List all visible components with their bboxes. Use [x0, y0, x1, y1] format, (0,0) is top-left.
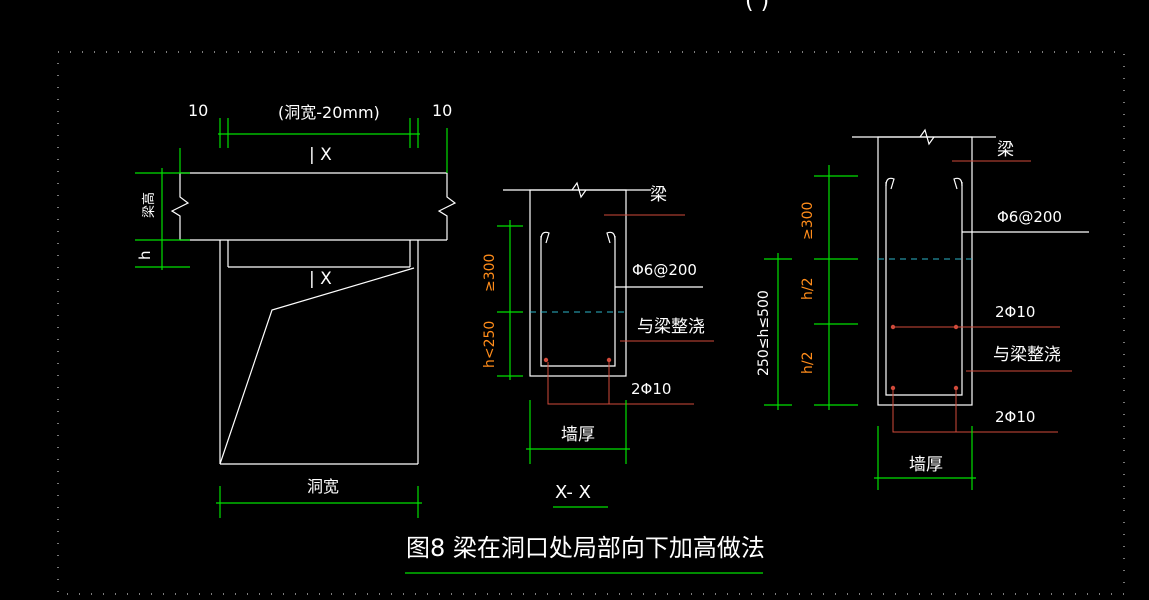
pour-label-large: 与梁整浇	[993, 345, 1061, 365]
drawing-frame	[57, 51, 1125, 595]
elevation-view: 10 (洞宽-20mm) 10 | X | X 梁高 h 洞宽	[135, 101, 457, 518]
section-outline	[529, 189, 627, 377]
section-mark-top: | X	[309, 145, 332, 165]
bottom-bars-label: 2Φ10	[631, 380, 671, 398]
section-small: 梁 Φ6@200 与梁整浇 2Φ10 ≥300 h<250 墙厚 X- X	[482, 181, 714, 508]
section-outline-large	[877, 136, 973, 406]
section-break	[571, 181, 587, 199]
stirrup	[540, 236, 616, 367]
dim-top-label-large: ≥300	[800, 202, 816, 240]
beam-label: 梁	[650, 185, 667, 205]
dim-half2-label: h/2	[800, 352, 816, 375]
h-label: h	[136, 250, 154, 260]
dim-top-label: ≥300	[482, 254, 498, 292]
stirrup-label-large: Φ6@200	[997, 208, 1062, 226]
dim-bottom-label: h<250	[482, 321, 498, 368]
dim-left-label: 10	[188, 101, 208, 120]
beam-height-label: 梁高	[141, 192, 157, 218]
bottom-bars-label-large: 2Φ10	[995, 408, 1035, 426]
break-line-left	[170, 173, 190, 240]
section-break-large	[919, 128, 935, 146]
dim-range-label: 250≤h≤500	[756, 290, 772, 376]
section-title: X- X	[555, 482, 591, 503]
beam-label-large: 梁	[997, 140, 1014, 160]
opening-width-label: 洞宽	[307, 477, 339, 496]
section-large: 梁 Φ6@200 2Φ10 与梁整浇 2Φ10 ≥300 h/2 h/2 250…	[756, 128, 1089, 490]
dim-right-label: 10	[432, 101, 452, 120]
stirrup-large	[885, 182, 963, 396]
wall-label-large: 墙厚	[909, 455, 943, 475]
stirrup-label: Φ6@200	[632, 261, 697, 279]
break-line-right	[437, 173, 457, 240]
pour-label: 与梁整浇	[637, 317, 705, 337]
header-fragment: ( )	[745, 0, 769, 14]
dim-half1-label: h/2	[800, 278, 816, 301]
section-mark-mid: | X	[309, 269, 332, 289]
figure-title: 图8 梁在洞口处局部向下加高做法	[406, 534, 765, 562]
mid-bars-label: 2Φ10	[995, 303, 1035, 321]
wall-label: 墙厚	[561, 425, 595, 445]
opening-diagonal	[219, 267, 415, 465]
dim-mid-label: (洞宽-20mm)	[278, 103, 380, 122]
